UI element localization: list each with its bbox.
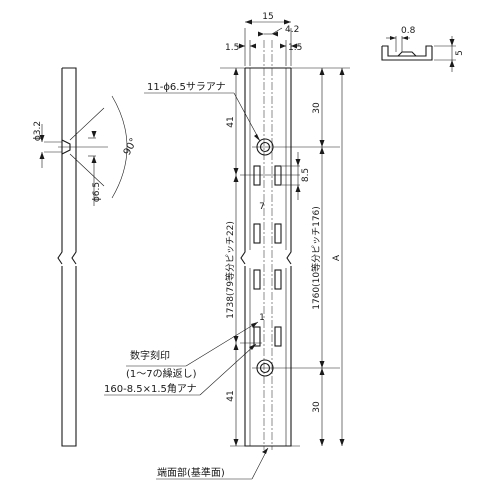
engraved-numbers-label: 数字刻印 bbox=[130, 349, 170, 362]
width-15-label: 15 bbox=[262, 12, 273, 22]
right-dimensions bbox=[295, 68, 345, 446]
hole-dia-3-2-label: ϕ3.2 bbox=[33, 121, 43, 141]
front-view bbox=[220, 40, 350, 450]
side-view bbox=[39, 67, 128, 447]
slot-8-5-label: 8.5 bbox=[301, 168, 311, 182]
overall-a-label: A bbox=[332, 254, 342, 261]
length-1760-label: 1760(10等分ピッチ176) bbox=[310, 206, 322, 310]
left-dimensions bbox=[233, 68, 239, 446]
length-1738-label: 1738(79等分ピッチ22) bbox=[224, 221, 236, 319]
top-41-label: 41 bbox=[226, 116, 236, 127]
offset-4-2-label: 4.2 bbox=[285, 25, 299, 35]
top-30-label: 30 bbox=[312, 102, 322, 114]
top-dimensions bbox=[236, 19, 300, 66]
digit-mark-7: 7 bbox=[259, 202, 265, 212]
bottom-41-label: 41 bbox=[226, 390, 236, 401]
callout-leaders bbox=[104, 92, 269, 480]
bottom-30-label: 30 bbox=[312, 401, 322, 413]
countersink-angle-label: 90° bbox=[122, 136, 140, 157]
thickness-0-8-label: 0.8 bbox=[401, 26, 416, 36]
hole-dia-6-5-label: ϕ6.5 bbox=[92, 182, 102, 202]
countersunk-holes-label: 11-ϕ6.5サラアナ bbox=[147, 81, 226, 93]
flange-right-1-5-label: 1.5 bbox=[288, 43, 302, 53]
square-holes-label: 160-8.5×1.5角アナ bbox=[104, 383, 197, 395]
end-face-label: 端面部(基準面) bbox=[157, 466, 225, 479]
cross-section bbox=[381, 36, 456, 72]
engraved-numbers-note: (1〜7の繰返し) bbox=[126, 367, 197, 380]
flange-left-1-5-label: 1.5 bbox=[225, 43, 239, 53]
digit-mark-1: 1 bbox=[259, 313, 265, 323]
depth-5-label: 5 bbox=[455, 50, 465, 56]
